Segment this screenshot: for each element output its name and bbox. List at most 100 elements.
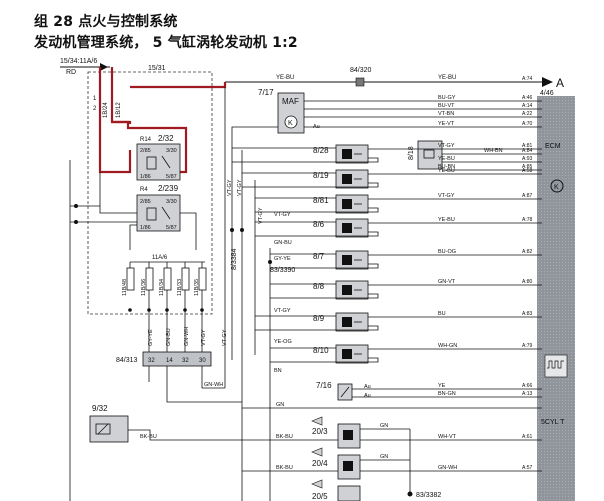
comp-20-3-label: 20/3 <box>312 427 328 436</box>
ecm-pin-a84: A:84 <box>522 148 533 154</box>
comp-20-4-label: 20/4 <box>312 459 328 468</box>
ecm-pin-a85: A:85 <box>522 164 533 170</box>
connector-label: 84/313 <box>116 357 138 364</box>
ecm-pin-a61: A:61 <box>522 434 533 440</box>
ecm-wire-wh-bn: WH-BN <box>484 148 503 154</box>
ecm-wire-bu-gy: BU-GY <box>438 95 456 101</box>
sensor-ref-label: 8/10 <box>313 346 329 355</box>
conn-pin-4: 30 <box>199 358 206 364</box>
wire-gn-2: GN <box>380 423 388 429</box>
sensor-ref-label: 8/7 <box>313 252 325 261</box>
sensor-ecm-pin: A:58 <box>522 168 533 174</box>
fuse-11a6-label: 11A/6 <box>152 255 168 261</box>
sensor-ref-label: 8/81 <box>313 196 329 205</box>
ground-wire <box>255 207 379 213</box>
wire-label-ye-bu-2: YE-BU <box>438 75 456 81</box>
sensor-ecm-pin: A:79 <box>522 343 533 349</box>
maf-ref: 7/17 <box>258 88 274 97</box>
sensor-element-icon <box>342 223 352 233</box>
wire-ye-og: YE-OG <box>274 339 292 345</box>
conn-pin-2: 14 <box>166 358 173 364</box>
sensor-element-icon <box>342 285 352 295</box>
arrow-a-icon <box>542 77 553 87</box>
ecm-pin-a70: A:70 <box>522 121 533 127</box>
relay-r14-pin-2-85: 2/85 <box>140 148 151 154</box>
sensor-element-icon <box>342 349 352 359</box>
ecm-pin-a93: A:93 <box>522 156 533 162</box>
sensor-ref-label: 8/8 <box>313 282 325 291</box>
source-label: 15/34:11A/6 <box>60 58 97 65</box>
fuse-5-label: 11B/35 <box>194 279 200 296</box>
ecm-module <box>537 96 575 501</box>
fuse-box-15-31 <box>87 71 213 315</box>
maf-k: K <box>288 120 293 127</box>
relay-r4-label: R4 <box>140 187 148 193</box>
maf-label: MAF <box>282 97 299 106</box>
svg-text:K: K <box>554 184 559 191</box>
sensor-wire-label: WH-GN <box>438 343 457 349</box>
ground-wire <box>255 325 379 331</box>
sensor-ecm-pin: A:81 <box>522 143 533 149</box>
wire-vt-gy-1: VT-GY <box>227 179 233 196</box>
wire-bk-bu-3: BK-BU <box>276 465 293 471</box>
ecm-wire-bn-gn: BN-GN <box>438 391 456 397</box>
sensor-wire-label: YE-BU <box>438 168 455 174</box>
sensor-wire-label: VT-GY <box>438 143 455 149</box>
comp-9-32-label: 9/32 <box>92 404 108 413</box>
wire-bk-bu-2: BK-BU <box>276 434 293 440</box>
ground-wire <box>270 263 379 269</box>
relay-r4-pin-2-85: 2/85 <box>140 199 151 205</box>
ecm-pin-a14: A:14 <box>522 103 533 109</box>
injector-20-5: 20/5 <box>311 479 361 501</box>
highlighted-circuit-4 <box>130 82 227 89</box>
sensor-ecm-pin: A:80 <box>522 279 533 285</box>
ground-wire <box>270 293 379 299</box>
sensor-wire-label: BU-OG <box>438 249 456 255</box>
wire-vt-gy-2: VT-GY <box>237 179 243 196</box>
ecm-ref: 4/46 <box>540 90 554 97</box>
ecm-wire-vt-bn: VT-BN <box>438 111 454 117</box>
fuse-11b35 <box>198 267 207 291</box>
wire-gn-wh-h: GN-WH <box>204 382 223 388</box>
wire-1b12: 1B/12 <box>116 102 122 118</box>
fuse-row <box>126 267 207 291</box>
injector-20-3: 20/3 <box>311 416 361 449</box>
splice-8-3384: 8/3384 <box>231 248 238 270</box>
relay-r4-ref: 2/239 <box>158 184 179 193</box>
sensor-ecm-pin: A:87 <box>522 193 533 199</box>
ground-wire <box>255 231 379 237</box>
fuse-11b36 <box>145 267 154 291</box>
wire-1b24: 1B/24 <box>103 102 109 118</box>
ground-wire <box>270 357 379 363</box>
fuse-11b34 <box>163 267 172 291</box>
sensor-wire-label: YE-BU <box>438 217 455 223</box>
sensor-element-icon <box>342 149 352 159</box>
fuse-1-label: 11B/48 <box>122 279 128 296</box>
sensor-element-icon <box>342 199 352 209</box>
wire-vt-gy-4: VT-GY <box>274 212 291 218</box>
cyl-t-label: 5CYL T <box>541 419 565 426</box>
fuse-4-label: 11B/33 <box>177 279 183 296</box>
relay-r4-coil-icon <box>146 207 157 221</box>
fuse-box-label: 15/31 <box>148 65 166 72</box>
au-2: Au <box>364 393 371 399</box>
wire-gn-bu-h: GN-BU <box>274 240 292 246</box>
wire-bk-bu-1: BK-BU <box>140 434 157 440</box>
wire-gn: GN <box>276 402 284 408</box>
ground-wire <box>242 182 379 188</box>
splice-83-3382: 83/3382 <box>416 492 441 499</box>
wire-gy-ye-h: GY-YE <box>274 256 291 262</box>
wire-gn-wh-v: GN-WH <box>184 327 190 346</box>
ecm-pin-a57: A:57 <box>522 465 533 471</box>
comp-8-18-label: 8/18 <box>408 146 415 160</box>
relay-r14-coil-icon <box>146 156 157 170</box>
relay-r14-ref: 2/32 <box>158 134 174 143</box>
